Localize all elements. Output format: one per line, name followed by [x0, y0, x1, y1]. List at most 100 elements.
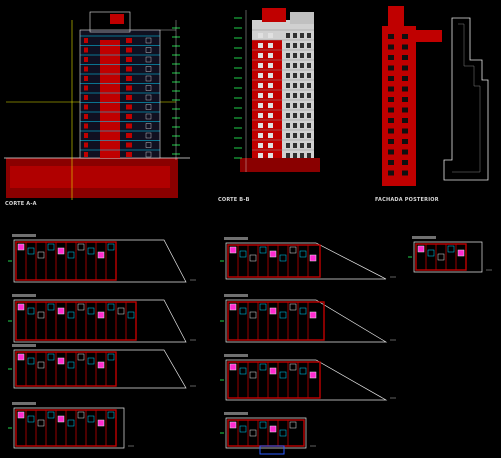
- window-mark: [286, 73, 290, 78]
- window-mark: [293, 73, 297, 78]
- rear-facade-top: [388, 6, 404, 28]
- plan-room-detail: [77, 411, 85, 419]
- plan-room-detail: [279, 311, 287, 319]
- roof-block-a: [89, 11, 131, 33]
- window-mark: [126, 57, 132, 62]
- window-mark: [258, 53, 263, 58]
- plan-room-detail: [67, 361, 75, 369]
- rear-facade-label: FACHADA POSTERIOR: [375, 197, 439, 203]
- plan-outline: [225, 417, 307, 449]
- window-mark: [307, 103, 311, 108]
- window-mark: [258, 143, 263, 148]
- window-mark: [126, 76, 132, 81]
- window-mark: [402, 97, 408, 102]
- window-mark: [126, 133, 132, 138]
- plan-room-detail: [447, 245, 455, 253]
- plan-room-detail: [259, 421, 267, 429]
- window-mark: [300, 63, 304, 68]
- window-mark: [307, 33, 311, 38]
- window-mark: [402, 160, 408, 165]
- section-b-b-drawing: [234, 8, 320, 172]
- basement-void: [10, 166, 170, 188]
- section-a-a-drawing: [4, 11, 190, 200]
- window-mark: [402, 86, 408, 92]
- window-mark: [286, 143, 290, 148]
- plan-room-detail: [57, 307, 65, 315]
- window-mark: [388, 118, 394, 123]
- window-mark: [268, 153, 273, 158]
- plan-room-detail: [37, 311, 45, 319]
- window-mark: [388, 149, 394, 155]
- plan-room-detail: [289, 363, 297, 371]
- window-mark: [286, 153, 290, 158]
- window-mark: [258, 153, 263, 158]
- window-mark: [268, 103, 273, 108]
- plan-room-detail: [289, 303, 297, 311]
- window-mark: [286, 113, 290, 118]
- plan-room-detail: [229, 246, 237, 254]
- plan-title-bar: [12, 234, 36, 237]
- window-mark: [300, 133, 304, 138]
- plan-room-detail: [57, 247, 65, 255]
- plan-room-detail: [47, 303, 55, 311]
- plan-room-detail: [427, 249, 435, 257]
- plan-title-bar: [412, 236, 436, 239]
- plan-room-detail: [87, 307, 95, 315]
- window-mark: [293, 33, 297, 38]
- window-mark: [293, 53, 297, 58]
- window-mark: [300, 93, 304, 98]
- window-mark: [286, 83, 290, 88]
- plan-room-detail: [259, 303, 267, 311]
- window-mark: [307, 73, 311, 78]
- plan-room-detail: [309, 311, 317, 319]
- plan-room-detail: [17, 353, 25, 361]
- plan-room-detail: [309, 371, 317, 379]
- window-mark: [84, 142, 88, 148]
- plan-outline: [13, 349, 187, 389]
- plan-room-detail: [269, 307, 277, 315]
- window-mark: [84, 104, 88, 110]
- window-mark: [293, 103, 297, 108]
- plan-room-detail: [249, 429, 257, 437]
- window-mark: [268, 143, 273, 148]
- plan-room-detail: [279, 254, 287, 262]
- side-block-b: [290, 12, 314, 24]
- plan-room-detail: [127, 311, 135, 319]
- window-mark: [300, 53, 304, 58]
- plan-room-detail: [229, 421, 237, 429]
- window-mark: [402, 149, 408, 155]
- plan-room-detail: [97, 361, 105, 369]
- window-mark: [388, 34, 394, 39]
- window-mark: [388, 128, 394, 134]
- window-mark: [293, 93, 297, 98]
- plan-room-detail: [17, 303, 25, 311]
- window-mark: [84, 123, 88, 129]
- window-mark: [286, 63, 290, 68]
- plan-walls: [227, 361, 321, 399]
- window-mark: [258, 83, 263, 88]
- window-mark: [268, 123, 273, 128]
- plan-room-detail: [239, 367, 247, 375]
- window-mark: [286, 53, 290, 58]
- window-mark: [268, 33, 273, 38]
- section-b-b-label: CORTE B-B: [218, 197, 250, 203]
- window-mark: [258, 93, 263, 98]
- plan-title-bar: [224, 294, 248, 297]
- window-mark: [286, 103, 290, 108]
- plan-walls: [227, 301, 325, 341]
- window-mark: [307, 63, 311, 68]
- window-mark: [300, 73, 304, 78]
- plan-outline: [413, 241, 483, 273]
- window-mark: [258, 113, 263, 118]
- window-mark: [126, 66, 132, 72]
- plan-room-detail: [57, 415, 65, 423]
- plan-room-detail: [67, 419, 75, 427]
- plan-room-detail: [239, 425, 247, 433]
- plan-outline: [13, 239, 187, 283]
- window-mark: [258, 33, 263, 38]
- plan-room-detail: [299, 307, 307, 315]
- window-mark: [388, 160, 394, 165]
- window-mark: [307, 133, 311, 138]
- window-mark: [307, 83, 311, 88]
